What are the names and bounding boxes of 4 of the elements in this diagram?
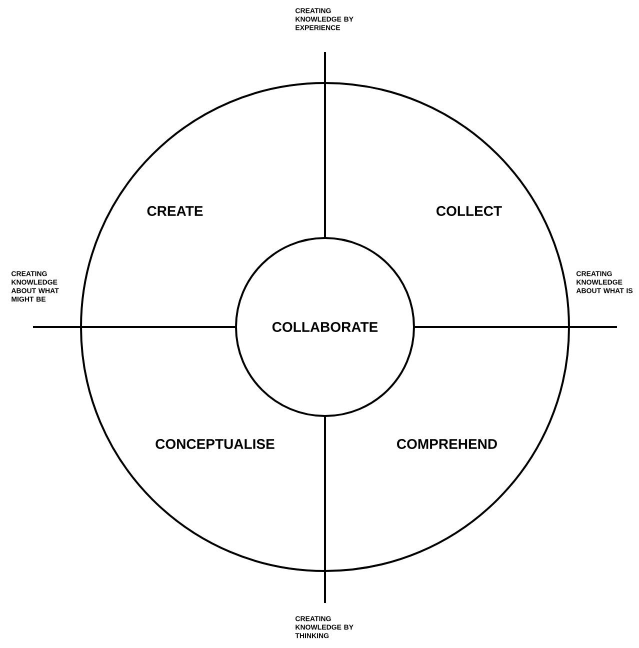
quadrant-label: COMPREHEND [397, 439, 497, 449]
quadrant-label: CONCEPTUALISE [156, 439, 274, 449]
quadrant-label: CREATE [147, 206, 203, 216]
quadrant-label: COLLECT [436, 206, 502, 216]
